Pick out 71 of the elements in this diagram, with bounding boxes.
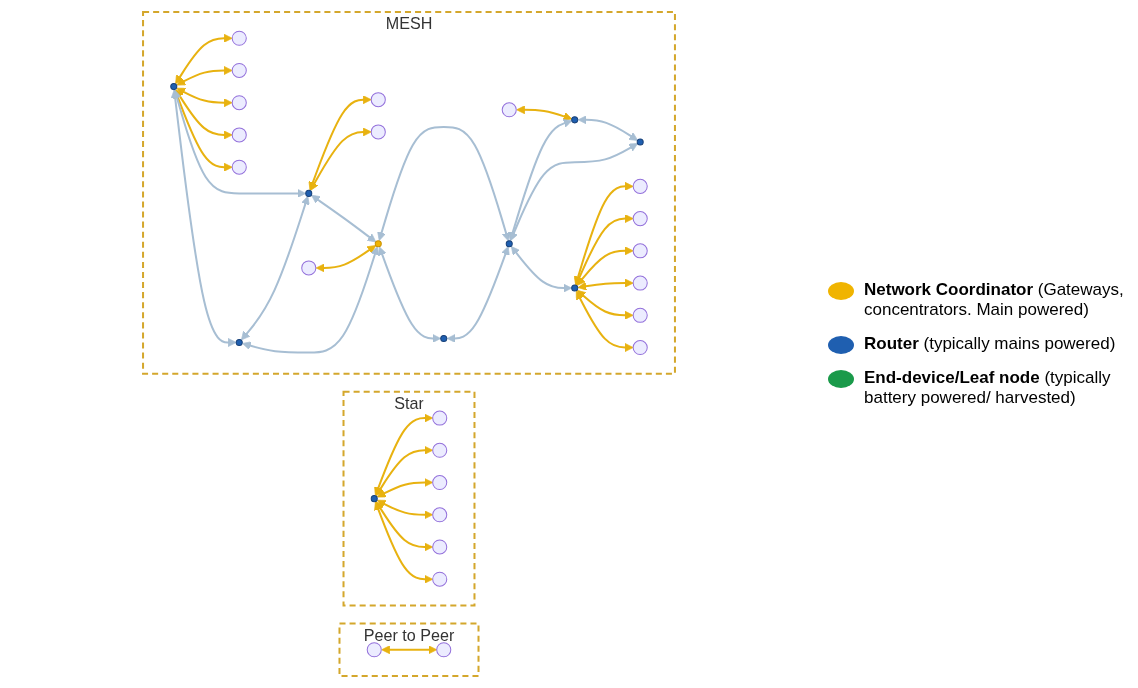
node-circle — [231, 62, 247, 79]
node-circle — [370, 92, 386, 108]
arrow — [376, 499, 434, 520]
node-circle — [501, 102, 517, 118]
node-circle — [632, 211, 648, 227]
arrow — [310, 127, 372, 191]
node-circle — [370, 124, 386, 140]
arrow — [315, 245, 377, 273]
arrow — [241, 195, 310, 341]
node-circle — [305, 189, 313, 197]
node-circle — [571, 116, 579, 124]
arrow — [175, 33, 233, 85]
node-circle — [231, 30, 247, 46]
node-circle — [366, 642, 382, 658]
arrow — [575, 214, 634, 286]
arrow — [577, 115, 639, 141]
legend-text: Router (typically mains powered) — [864, 334, 1116, 354]
node-circle — [231, 95, 247, 111]
node-circle — [235, 338, 243, 346]
arrow — [176, 87, 233, 108]
node-circle — [231, 159, 247, 175]
node-circle — [370, 495, 378, 503]
arrow — [509, 143, 638, 241]
arrow — [516, 105, 573, 121]
node-circle — [374, 240, 382, 248]
arrow — [575, 290, 634, 352]
arrow — [170, 89, 237, 347]
node-circle — [632, 275, 648, 291]
arrow — [173, 89, 233, 172]
node-circle — [632, 339, 648, 356]
node-circle — [632, 243, 648, 259]
node-circle — [432, 507, 448, 523]
arrow — [176, 66, 233, 86]
arrow — [376, 478, 434, 498]
arrow — [577, 278, 634, 291]
node-circle — [432, 474, 448, 491]
arrow — [175, 89, 233, 140]
arrow — [576, 246, 634, 286]
legend-text: End-device/Leaf node (typically battery powered/ harvested) — [864, 368, 1112, 408]
arrow — [375, 445, 434, 497]
arrow — [375, 501, 434, 552]
node-circle — [170, 83, 178, 91]
node-circle — [231, 127, 247, 143]
legend-text: Network Coordinator (Gateways, concentrators. Main powered) — [864, 280, 1125, 320]
node-circle — [571, 284, 579, 292]
arrow — [510, 246, 573, 293]
arrow — [374, 501, 434, 584]
cluster: Star — [342, 390, 476, 607]
arrow — [377, 125, 511, 242]
arrow — [311, 194, 377, 243]
node-circle — [440, 334, 448, 342]
node-circle — [436, 642, 452, 658]
cluster: MESH — [142, 11, 676, 375]
arrow — [308, 95, 372, 191]
cluster: Peer to Peer — [338, 622, 480, 677]
arrow — [381, 645, 438, 655]
arrow — [374, 413, 434, 496]
node-circle — [636, 138, 644, 146]
arrow — [378, 246, 442, 343]
arrow — [573, 181, 634, 286]
node-circle — [301, 260, 317, 276]
node-circle — [432, 442, 448, 458]
node-circle — [432, 571, 448, 587]
arrow — [446, 246, 510, 343]
node-circle — [632, 307, 648, 323]
node-circle — [432, 410, 448, 426]
node-circle — [432, 539, 448, 555]
arrow — [576, 289, 634, 320]
arrow — [242, 246, 380, 354]
node-circle — [505, 240, 513, 248]
node-circle — [632, 178, 648, 194]
